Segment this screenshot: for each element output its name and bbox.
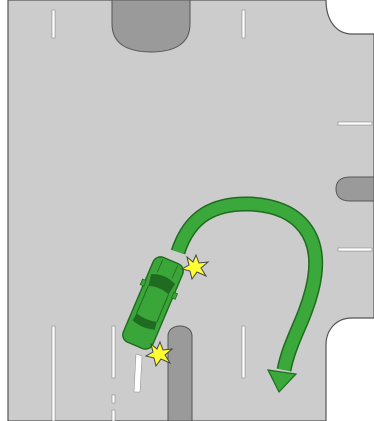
lane-marking	[111, 409, 116, 421]
lane-marking	[337, 121, 373, 126]
lane-marking	[111, 394, 116, 404]
curb-mark	[133, 353, 143, 393]
top-median	[111, 0, 191, 53]
right-median	[335, 176, 374, 202]
lane-marking	[241, 325, 246, 379]
impact-star-icon	[144, 340, 174, 368]
lane-marking	[241, 9, 246, 39]
lane-marking	[337, 247, 373, 252]
u-turn-arrow-icon	[170, 196, 324, 394]
lane-marking	[111, 325, 116, 379]
lane-marking	[51, 325, 56, 421]
impact-star-icon	[180, 253, 210, 281]
road-surface	[7, 0, 374, 421]
bottom-median	[167, 325, 193, 421]
lane-marking	[51, 9, 56, 39]
car-icon	[122, 256, 184, 350]
